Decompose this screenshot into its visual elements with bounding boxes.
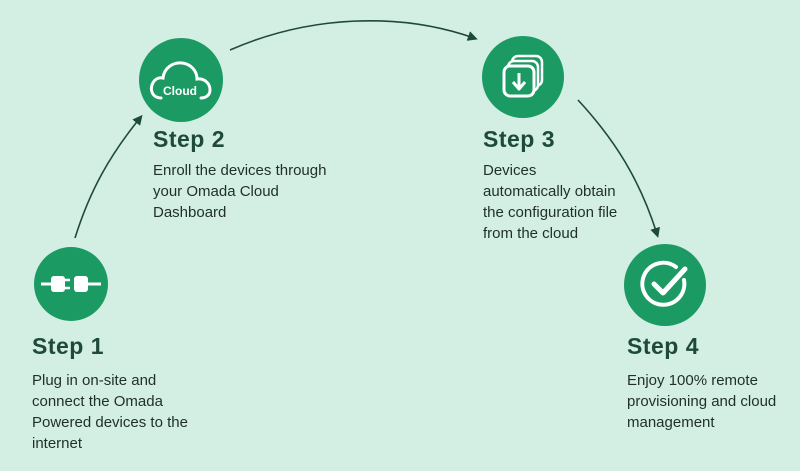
step1-icon-circle xyxy=(34,247,108,321)
step1-description: Plug in on-site and connect the Omada Po… xyxy=(32,372,188,452)
step3-icon-circle xyxy=(482,36,564,118)
check-circle-icon xyxy=(640,260,688,307)
download-stack-icon xyxy=(502,54,544,98)
step2-icon-circle: Cloud xyxy=(139,38,223,122)
step3-title: Step 3 xyxy=(483,126,556,152)
cloud-icon: Cloud xyxy=(149,61,212,100)
cloud-icon-label: Cloud xyxy=(163,84,197,98)
arrow-step1-to-step2 xyxy=(74,114,143,239)
arrow-step2-to-step3 xyxy=(229,19,478,51)
step4-icon-circle xyxy=(624,244,706,326)
step1-title: Step 1 xyxy=(32,333,105,359)
step4-description: Enjoy 100% remote provisioning and cloud… xyxy=(627,372,777,431)
step3-description: Devices automatically obtain the configu… xyxy=(483,162,618,242)
step2-description: Enroll the devices through your Omada Cl… xyxy=(153,162,327,221)
plug-icon xyxy=(41,276,101,292)
arrow-step3-to-step4 xyxy=(577,99,660,238)
step2-title: Step 2 xyxy=(153,126,226,152)
step4-title: Step 4 xyxy=(627,333,700,359)
